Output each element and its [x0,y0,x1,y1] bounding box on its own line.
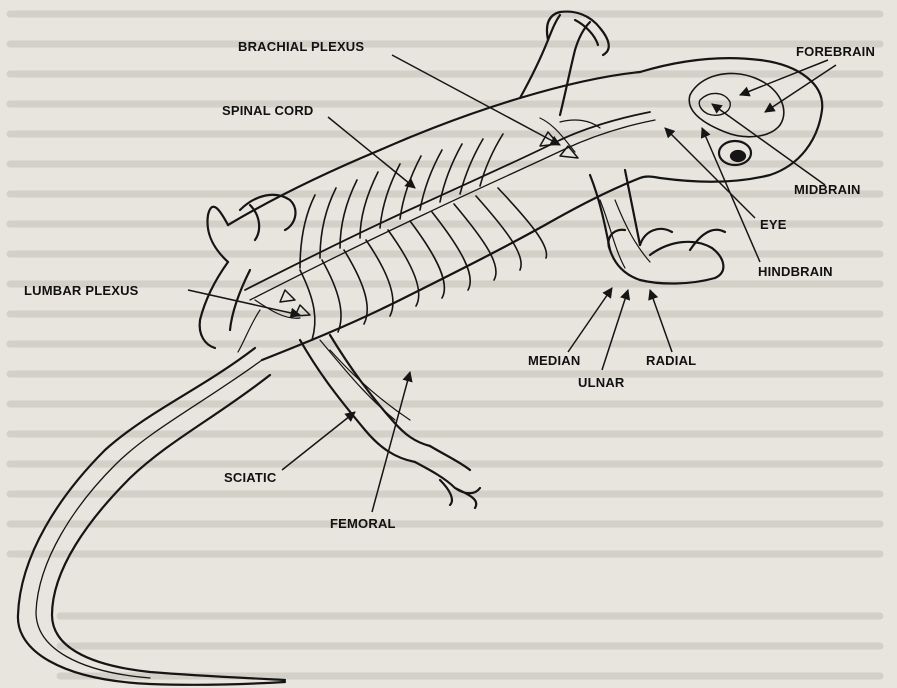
body-upper-outline [228,72,640,225]
midbrain-lobe [699,93,730,115]
front-upper-leg [520,15,560,98]
label-hindbrain: HINDBRAIN [758,265,833,278]
label-median: MEDIAN [528,354,580,367]
tail-nerve [36,360,262,678]
hind-lower-foot [415,446,480,508]
front-upper-foot [547,12,609,55]
label-spinal-cord: SPINAL CORD [222,104,314,117]
front-lower-leg [590,175,640,280]
label-forebrain: FOREBRAIN [796,45,875,58]
body-lower-outline [262,178,640,360]
leader-midbrain [712,104,825,185]
eye-pupil [731,151,745,161]
leader-median [568,288,612,352]
leader-sciatic [282,412,355,470]
leader-radial [650,290,672,352]
label-midbrain: MIDBRAIN [794,183,861,196]
label-lumbar-plexus: LUMBAR PLEXUS [24,284,139,297]
tail-outline-lower [52,375,285,680]
leader-hindbrain [702,128,760,262]
hind-lower-leg [300,340,415,462]
front-lower-hand [608,229,725,284]
leader-spinal-cord [328,117,415,188]
label-ulnar: ULNAR [578,376,625,389]
leader-ulnar [602,290,628,370]
hind-upper-leg [207,207,228,262]
label-radial: RADIAL [646,354,696,367]
label-sciatic: SCIATIC [224,471,276,484]
label-femoral: FEMORAL [330,517,396,530]
ribs-lower [300,188,547,340]
label-brachial-plexus: BRACHIAL PLEXUS [238,40,364,53]
label-eye: EYE [760,218,787,231]
